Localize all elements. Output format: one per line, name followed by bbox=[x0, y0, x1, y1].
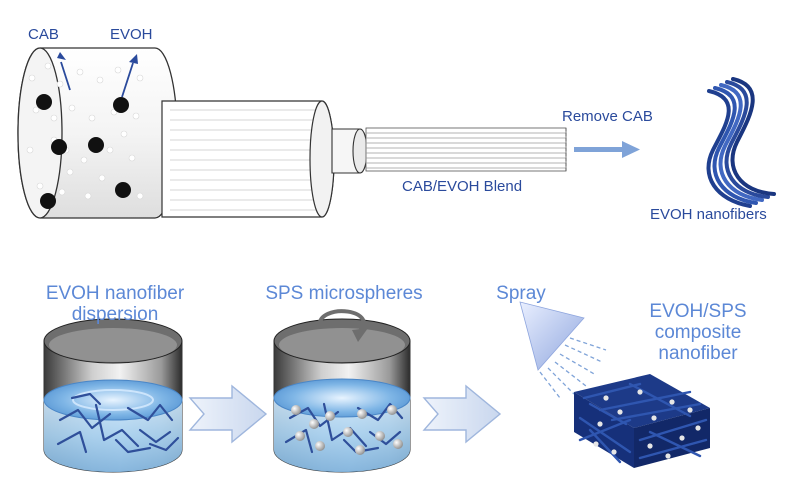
blend-label: CAB/EVOH Blend bbox=[402, 178, 523, 195]
cab-label: CAB bbox=[28, 26, 59, 43]
stirring-arrow-icon bbox=[317, 309, 368, 342]
remove-cab-label: Remove CAB bbox=[562, 108, 653, 125]
composite-label-line2: composite bbox=[654, 322, 742, 343]
composite-label-line1: EVOH/SPS bbox=[649, 301, 747, 322]
composite-nanofiber-label: EVOH/SPS composite nanofiber bbox=[640, 301, 756, 364]
extruder-barrel bbox=[161, 100, 335, 218]
beaker-evoh-dispersion bbox=[43, 318, 183, 473]
dispersion-label: EVOH nanofiber dispersion bbox=[30, 283, 200, 325]
composite-nanofiber-mat bbox=[574, 374, 710, 468]
evoh-nanofibers-bundle bbox=[706, 77, 776, 208]
cab-pointer-arrow bbox=[57, 52, 71, 91]
beaker-sps-microspheres bbox=[273, 318, 411, 473]
process-arrow-1 bbox=[188, 384, 268, 444]
dispersion-label-line2: dispersion bbox=[71, 304, 159, 325]
blend-reservoir-cylinder bbox=[17, 47, 178, 219]
evoh-pointer-arrow bbox=[121, 54, 138, 98]
remove-cab-arrow bbox=[574, 141, 640, 158]
composite-label-line3: nanofiber bbox=[658, 343, 738, 364]
sps-microspheres-label: SPS microspheres bbox=[265, 283, 423, 304]
extruder-neck bbox=[331, 128, 368, 174]
evoh-label: EVOH bbox=[110, 26, 153, 43]
process-arrow-2 bbox=[422, 384, 502, 444]
dispersion-label-line1: EVOH nanofiber bbox=[45, 283, 185, 304]
spray-nozzle bbox=[519, 301, 607, 399]
spray-label: Spray bbox=[496, 283, 546, 304]
evoh-particles bbox=[36, 94, 131, 209]
blend-strand-bundle bbox=[365, 127, 567, 172]
evoh-nanofibers-label: EVOH nanofibers bbox=[650, 206, 767, 223]
